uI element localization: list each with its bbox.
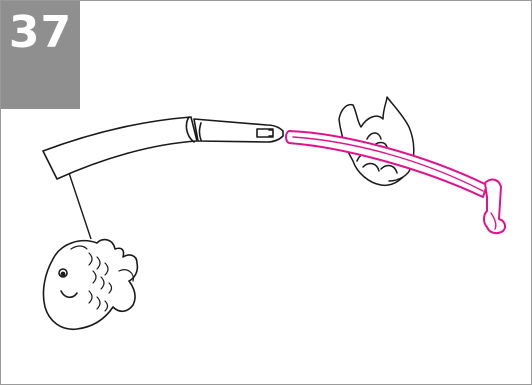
step-number: 37 (1, 1, 80, 65)
fishing-rod-icon (43, 117, 283, 179)
rod-string (69, 173, 91, 239)
fish-toy-icon (43, 240, 137, 330)
step-badge: 37 (1, 1, 80, 109)
